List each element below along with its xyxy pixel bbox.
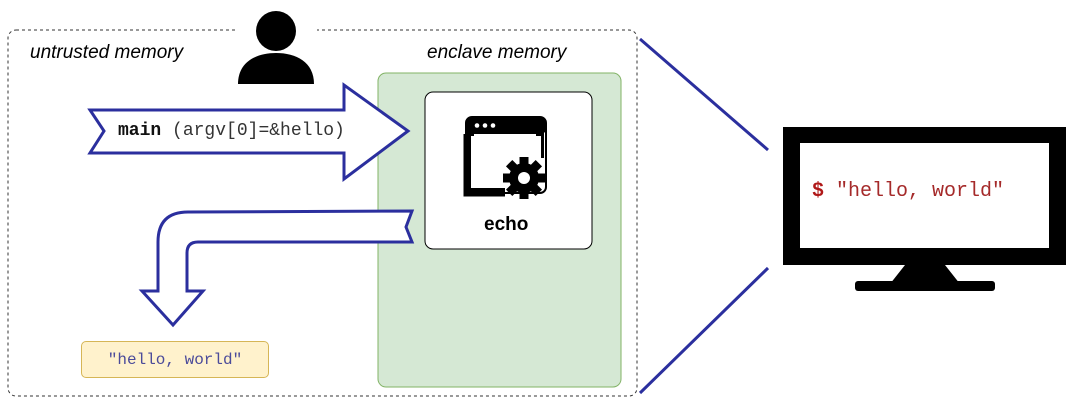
user-icon — [237, 6, 317, 86]
untrusted-memory-region — [7, 29, 638, 397]
call-arrow — [87, 82, 411, 182]
monitor-screen — [800, 143, 1049, 248]
monitor-icon — [783, 127, 1066, 291]
terminal-text: "hello, world" — [836, 180, 1005, 203]
main-call-label: main (argv[0]=&hello) — [118, 121, 345, 141]
untrusted-memory-label: untrusted memory — [30, 42, 184, 63]
terminal-output-line: $ "hello, world" — [812, 180, 1004, 203]
projection-line-top — [639, 37, 769, 152]
enclave-memory-label: enclave memory — [427, 42, 567, 63]
terminal-prompt: $ — [812, 180, 825, 203]
gear-icon — [503, 157, 545, 199]
function-arguments: (argv[0]=&hello) — [172, 121, 345, 141]
return-arrow — [138, 209, 415, 328]
echo-app-label: echo — [484, 214, 529, 235]
app-window-gear-icon — [463, 116, 547, 199]
output-text: "hello, world" — [107, 350, 243, 369]
output-box: "hello, world" — [81, 341, 269, 378]
projection-line-bottom — [638, 266, 770, 395]
function-name: main — [118, 121, 162, 141]
